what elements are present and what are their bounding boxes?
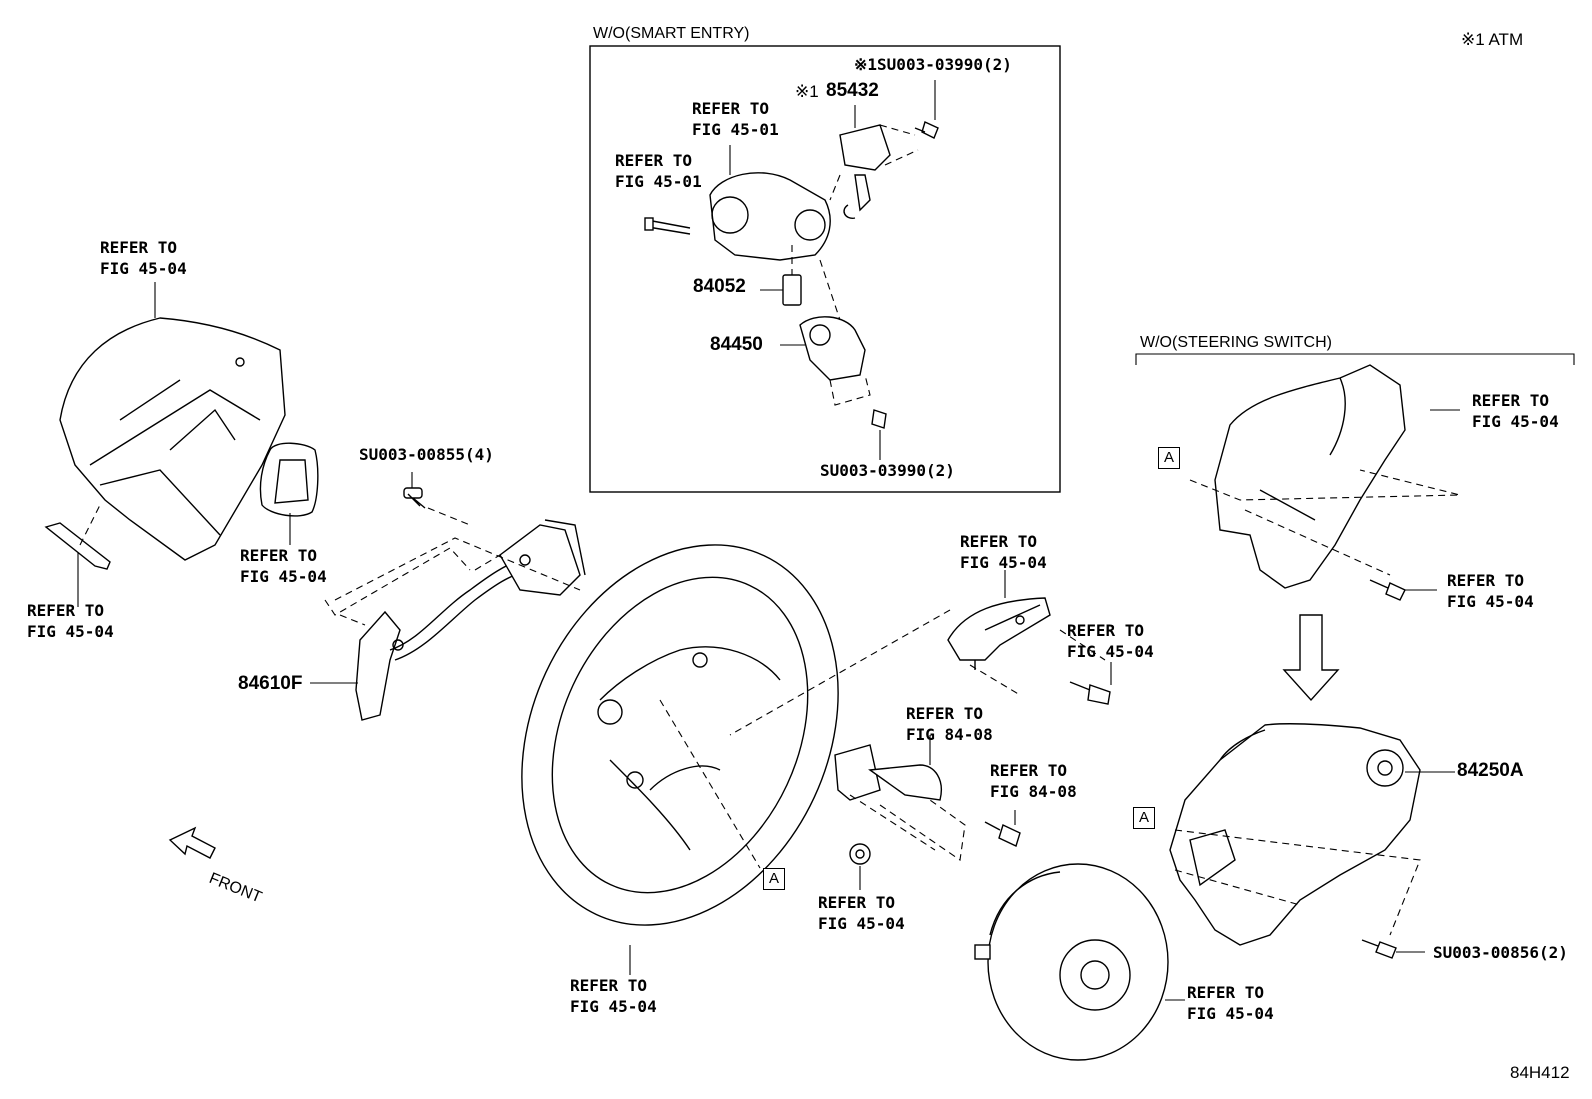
- assembly-screw-part: [1361, 939, 1425, 959]
- part-number-84450: 84450: [710, 334, 763, 355]
- steering-cover-screw-part: [1369, 579, 1437, 601]
- part-number-84610F: 84610F: [238, 673, 303, 694]
- refer-label-switch-cover: REFER TO FIG 45-04: [960, 532, 1047, 572]
- connector-85432-part: [829, 105, 919, 219]
- part-84450: [780, 259, 871, 406]
- refer-label-ignition-left: REFER TO FIG 45-01: [615, 151, 702, 191]
- steering-wheel-part: [521, 544, 839, 975]
- refer-label-steering-switch: REFER TO FIG 84-08: [906, 704, 993, 744]
- clip-part: [44, 504, 111, 607]
- smart-entry-frame: [589, 45, 1061, 493]
- refer-label-switch-screw: REFER TO FIG 84-08: [990, 761, 1077, 801]
- paddle-screw-part: [403, 472, 471, 526]
- refer-label-wheel: REFER TO FIG 45-04: [570, 976, 657, 1016]
- marker-a-top: A: [1158, 447, 1180, 469]
- screw-label-bottom: SU003-03990(2): [820, 461, 955, 480]
- steering-switch-title: W/O(STEERING SWITCH): [1140, 334, 1332, 351]
- steering-switch-bracket: [1135, 353, 1575, 365]
- inset-screw-left-part: [644, 217, 691, 235]
- screw-label-paddle: SU003-00855(4): [359, 445, 494, 464]
- part-84052: [760, 245, 802, 306]
- paddle-shifter-part: [310, 519, 586, 721]
- front-arrow-icon: [168, 826, 216, 859]
- marker-a-bottom: A: [1133, 807, 1155, 829]
- note-85432: ※1: [795, 82, 819, 101]
- part-number-85432: 85432: [826, 80, 879, 101]
- nut-part: [659, 699, 871, 890]
- marker-a-wheel: A: [763, 868, 785, 890]
- part-number-84052: 84052: [693, 276, 746, 297]
- switch-cover-part: [729, 570, 1106, 736]
- cover-screw-part: [1069, 662, 1112, 705]
- inset-screw-top-part: [914, 80, 939, 139]
- smart-entry-title: W/O(SMART ENTRY): [593, 25, 750, 42]
- steering-switch-assembly-part: [1169, 723, 1455, 946]
- refer-label-ignition-top: REFER TO FIG 45-01: [692, 99, 779, 139]
- refer-label-airbag: REFER TO FIG 45-04: [1187, 983, 1274, 1023]
- refer-label-nut: REFER TO FIG 45-04: [818, 893, 905, 933]
- column-cover-part: [59, 282, 286, 561]
- refer-label-pad: REFER TO FIG 45-04: [240, 546, 327, 586]
- refer-label-column-cover: REFER TO FIG 45-04: [100, 238, 187, 278]
- steering-switch-part: [834, 735, 966, 861]
- ignition-switch-part: [709, 145, 831, 261]
- refer-label-steering-screw: REFER TO FIG 45-04: [1447, 571, 1534, 611]
- down-arrow-icon: [1282, 614, 1340, 702]
- atm-note: ※1 ATM: [1461, 30, 1524, 49]
- refer-label-steering-cover: REFER TO FIG 45-04: [1472, 391, 1559, 431]
- steering-cover-part: [1189, 364, 1461, 589]
- figure-code: 84H412: [1510, 1063, 1570, 1082]
- part-number-84250A: 84250A: [1457, 760, 1524, 781]
- screw-label-84250A: SU003-00856(2): [1433, 943, 1568, 962]
- refer-label-clip: REFER TO FIG 45-04: [27, 601, 114, 641]
- refer-label-cover-screw: REFER TO FIG 45-04: [1067, 621, 1154, 661]
- switch-screw-part: [984, 810, 1021, 847]
- airbag-part: [974, 863, 1185, 1061]
- inset-screw-bottom-part: [871, 409, 887, 460]
- screw-label-top: ※1SU003-03990(2): [854, 55, 1012, 74]
- pad-part: [259, 442, 319, 545]
